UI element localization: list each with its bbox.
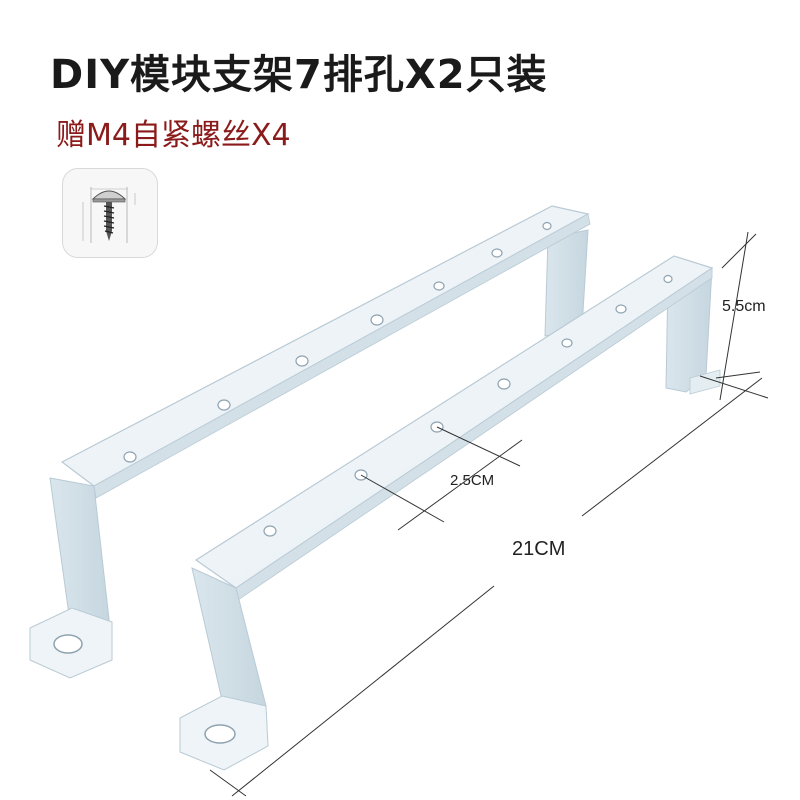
screw-diagram-thumbnail [62, 168, 158, 258]
bonus-screws-subtitle: 赠M4自紧螺丝X4 [56, 118, 291, 153]
hole-spacing-dimension-label: 2.5CM [450, 472, 495, 489]
dimension-lines [209, 231, 769, 797]
back-bracket [29, 205, 591, 679]
length-dimension-label: 21CM [512, 538, 566, 560]
product-title: DIY模块支架7排孔X2只装 [50, 52, 548, 98]
front-bracket [179, 255, 721, 771]
height-dimension-label: 5.5cm [722, 298, 766, 315]
screw-diagram-icon [82, 187, 136, 243]
